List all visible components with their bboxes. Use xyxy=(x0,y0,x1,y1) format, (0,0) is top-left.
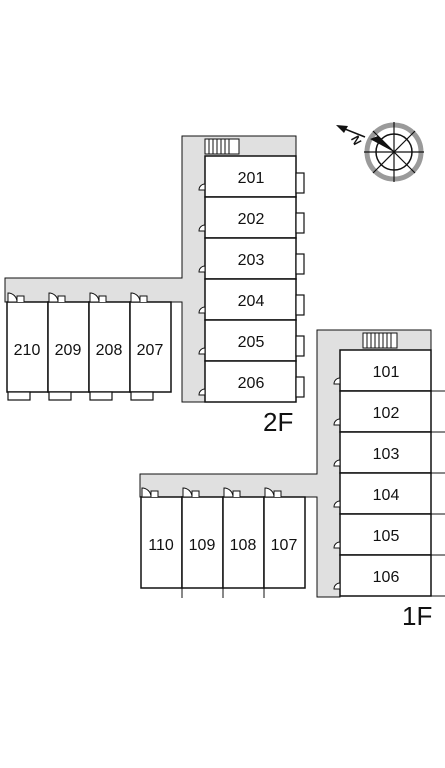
room-105 xyxy=(339,513,432,556)
room-108 xyxy=(222,496,265,589)
room-label-110: 110 xyxy=(148,537,174,554)
room-label-201: 201 xyxy=(238,170,265,187)
room-206 xyxy=(204,360,297,403)
floor-label-2f: 2F xyxy=(263,407,293,437)
floor-1f: 101 102 103 104 105 106 xyxy=(139,329,445,631)
door-icon xyxy=(333,377,341,590)
room-label-207: 207 xyxy=(137,342,164,359)
room-label-204: 204 xyxy=(238,293,265,310)
door-icon xyxy=(7,292,148,303)
room-203 xyxy=(204,237,297,280)
room-label-106: 106 xyxy=(373,569,400,586)
room-205 xyxy=(204,319,297,362)
room-label-208: 208 xyxy=(96,342,123,359)
rooms-1f-vertical: 101 102 103 104 105 106 xyxy=(339,349,432,597)
balcony-icon xyxy=(7,391,154,401)
balcony-icon xyxy=(295,172,305,398)
door-icon xyxy=(141,487,282,498)
room-label-103: 103 xyxy=(373,446,400,463)
rooms-2f-vertical: 201 202 203 204 205 206 xyxy=(204,155,297,403)
fence-lines xyxy=(160,587,303,598)
door-icon xyxy=(198,183,206,396)
floor-label-1f: 1F xyxy=(402,601,432,631)
staircase-icon xyxy=(362,332,398,349)
room-label-203: 203 xyxy=(238,252,265,269)
north-arrow-icon: N xyxy=(336,122,424,182)
fence-lines xyxy=(430,368,445,597)
corridor-2f xyxy=(4,135,297,403)
floor-2f: 201 202 203 204 205 206 xyxy=(4,135,305,437)
staircase-icon xyxy=(204,138,240,155)
room-label-107: 107 xyxy=(271,537,298,554)
room-label-209: 209 xyxy=(55,342,82,359)
room-label-101: 101 xyxy=(373,364,400,381)
room-107 xyxy=(263,496,306,589)
room-106 xyxy=(339,554,432,597)
room-label-102: 102 xyxy=(373,405,400,422)
corridor-1f xyxy=(139,329,432,598)
room-label-105: 105 xyxy=(373,528,400,545)
rooms-2f-horizontal: 210 209 208 207 xyxy=(6,301,172,393)
compass-label: N xyxy=(348,133,364,147)
room-label-206: 206 xyxy=(238,375,265,392)
room-label-109: 109 xyxy=(189,537,216,554)
room-label-202: 202 xyxy=(238,211,265,228)
room-label-205: 205 xyxy=(238,334,265,351)
room-202 xyxy=(204,196,297,239)
rooms-1f-horizontal: 110 109 108 107 xyxy=(140,496,306,589)
room-209 xyxy=(47,301,90,393)
room-101 xyxy=(339,349,432,392)
room-label-108: 108 xyxy=(230,537,257,554)
room-label-104: 104 xyxy=(373,487,400,504)
room-label-210: 210 xyxy=(14,342,41,359)
